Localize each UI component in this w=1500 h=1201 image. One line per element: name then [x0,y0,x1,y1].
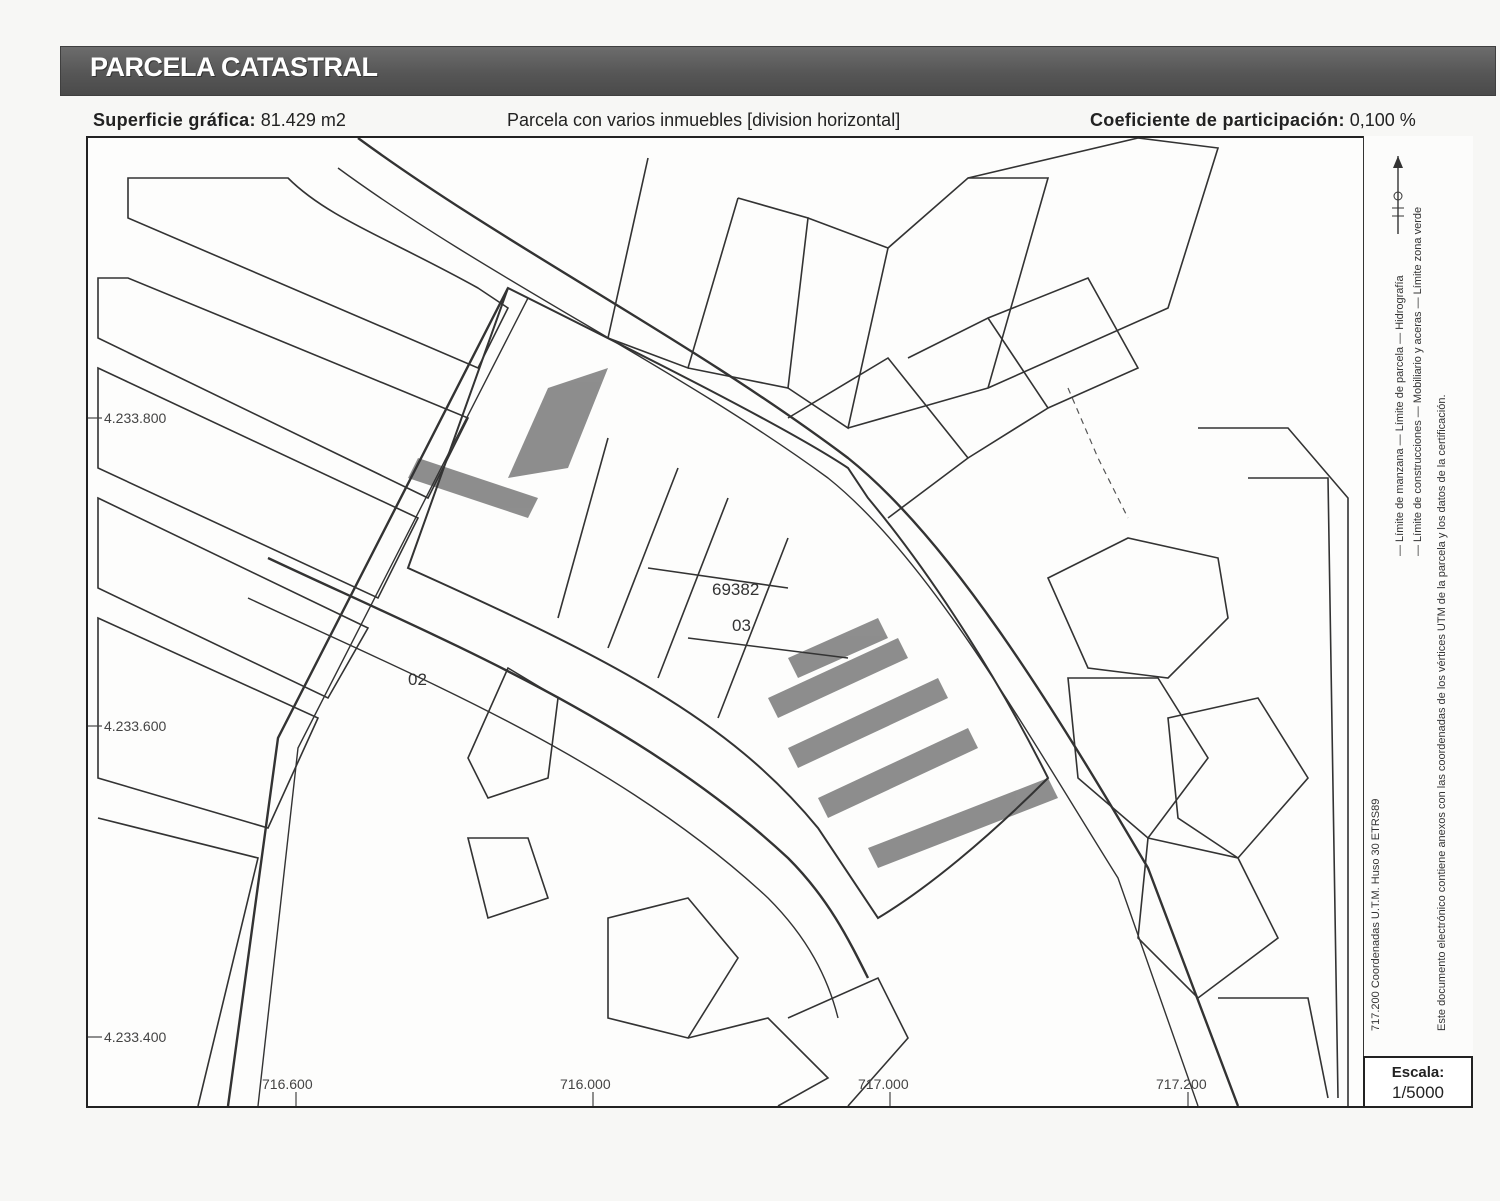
coef-label: Coeficiente de participación: [1090,110,1345,130]
parcel-type: Parcela con varios inmuebles [division h… [507,110,901,130]
coef-info: Coeficiente de participación: 0,100 % [1090,110,1416,131]
surface-value: 81.429 m2 [260,110,346,130]
y-coord-4233600: 4.233.600 [104,718,167,734]
coef-value: 0,100 % [1349,110,1416,130]
scale-box: Escala: 1/5000 [1363,1056,1473,1108]
legend-line-types-1: — Límite de manzana — Límite de parcela … [1394,275,1406,556]
surface-info: Superficie gráfica: 81.429 m2 [93,110,346,131]
north-arrow-icon [1392,156,1404,234]
x-coord-717000: 717.000 [858,1076,909,1092]
scale-value: 1/5000 [1392,1083,1444,1102]
legend-line-types-2: — Límite de construcciones — Mobiliario … [1412,206,1424,556]
y-coord-4233400: 4.233.400 [104,1029,167,1045]
legend-utm-note: 717.200 Coordenadas U.T.M. Huso 30 ETRS8… [1370,798,1382,1031]
surface-label: Superficie gráfica: [93,110,256,130]
y-coord-4233800: 4.233.800 [104,410,167,426]
parcel-number-label: 69382 [712,580,760,599]
x-coord-716000: 716.000 [560,1076,611,1092]
page-title: PARCELA CATASTRAL [90,52,378,82]
subparcel-03-label: 03 [732,616,751,635]
scale-label: Escala: [1391,1064,1445,1081]
legend-annex-note: Este documento electrónico contiene anex… [1436,394,1448,1031]
header-bar [60,46,1496,96]
map-frame[interactable]: 4.233.800 4.233.600 4.233.400 716.600 71… [86,136,1473,1108]
subparcel-02-label: 02 [408,670,427,689]
cadastral-map-drawing [88,138,1349,1106]
legend-panel: 717.200 Coordenadas U.T.M. Huso 30 ETRS8… [1363,136,1473,1056]
x-coord-717200: 717.200 [1156,1076,1207,1092]
x-coord-716600: 716.600 [262,1076,313,1092]
